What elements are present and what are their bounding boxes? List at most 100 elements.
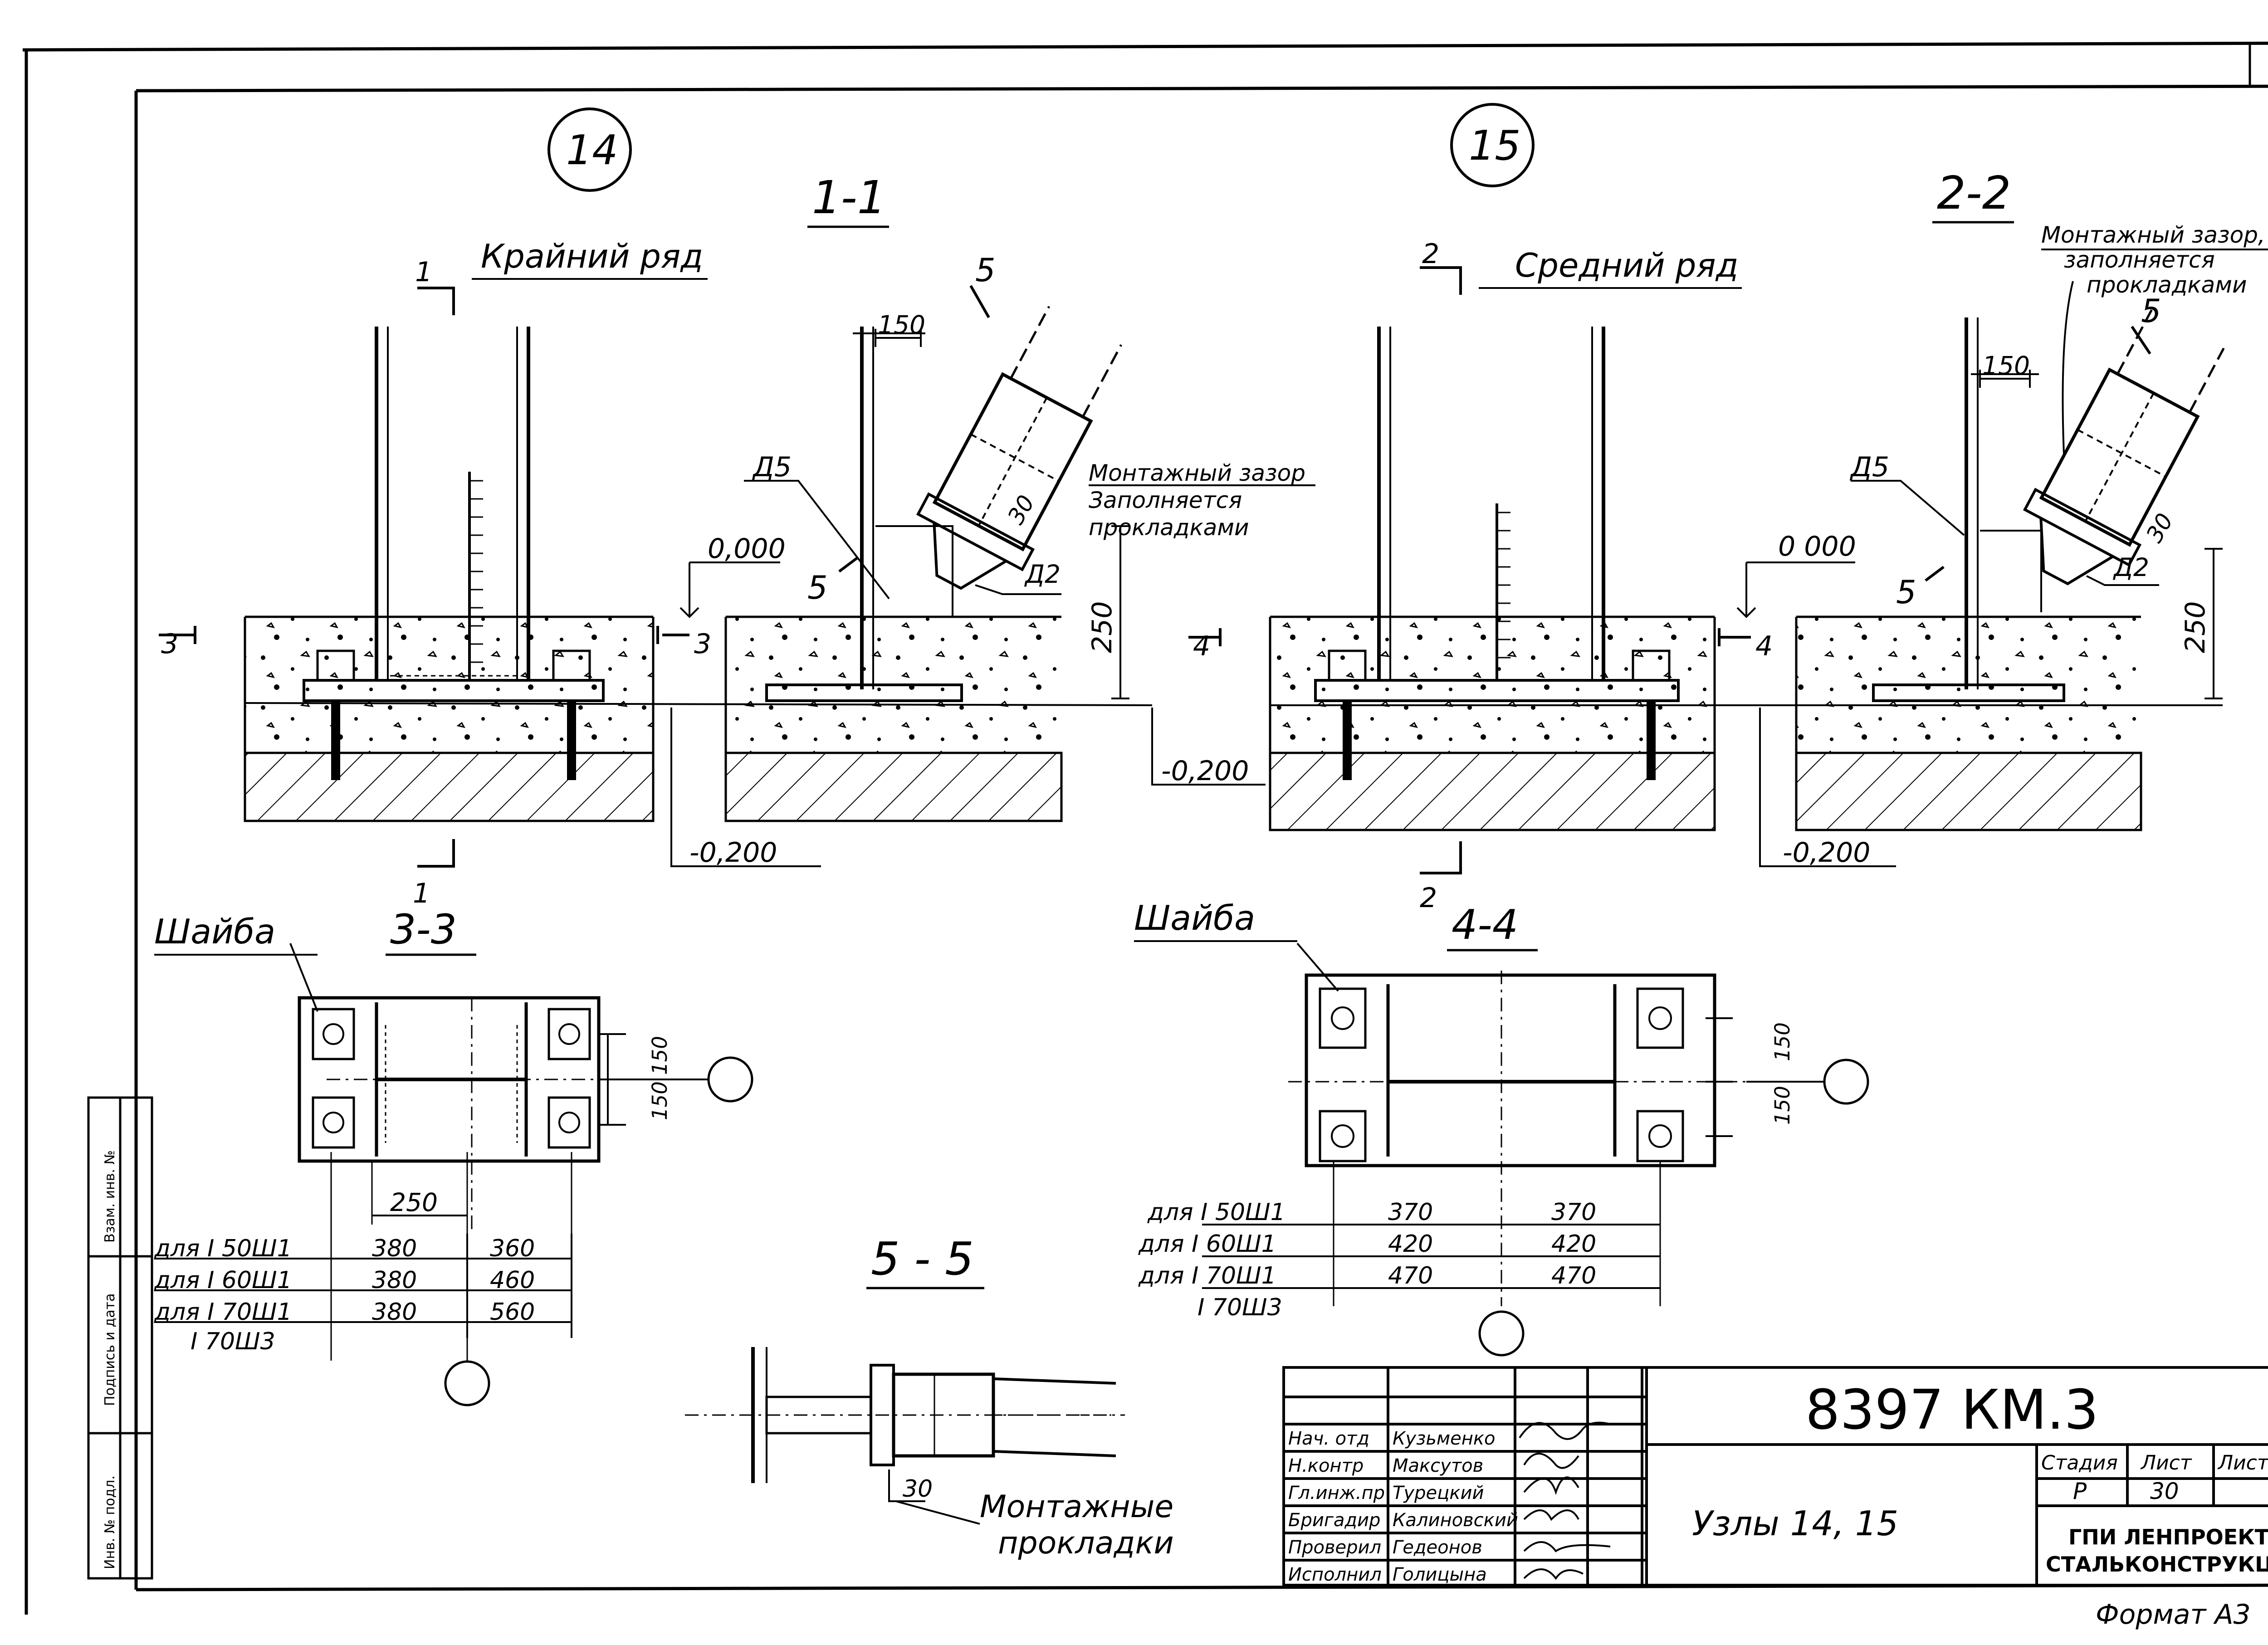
dim-250-a: 250 xyxy=(1086,601,1118,653)
cut-5-d: 5 xyxy=(1896,574,1916,611)
role-name: Турецкий xyxy=(1393,1483,1484,1503)
sheet-format: Формат А3 xyxy=(2096,1599,2251,1630)
sheets-label: Листов xyxy=(2217,1451,2268,1474)
org-line1: ГПИ ЛЕНПРОЕКТ- xyxy=(2068,1525,2268,1549)
elevation-marks xyxy=(670,561,1896,867)
cut-4-left: 4 xyxy=(1193,630,1210,662)
stage-value: Р xyxy=(2073,1478,2087,1504)
stage-label: Стадия xyxy=(2041,1451,2118,1474)
dim-150-plan-b: 150 xyxy=(648,1081,672,1120)
role-name: Голицына xyxy=(1393,1564,1487,1585)
side-stamp xyxy=(87,1096,153,1580)
gap-note-1-line3: прокладками xyxy=(1089,514,1249,541)
node-14-marker: 14 xyxy=(547,107,632,192)
table-cell: 380 xyxy=(372,1267,417,1294)
label-d5-b: Д5 xyxy=(1849,451,1889,483)
cut-1-top: 1 xyxy=(415,256,432,288)
gap-note-1-line2: Заполняется xyxy=(1089,487,1242,513)
side-stamp-repl: Взам. инв. № xyxy=(102,1150,118,1243)
title-block-roles: Нач. отд Кузьменко Н.контр Максутов Гл.и… xyxy=(1288,1428,1518,1585)
table-cell: 380 xyxy=(372,1235,417,1262)
table-row: для I 60Ш1 xyxy=(1138,1230,1276,1258)
side-stamp-inv: Инв. № подл. xyxy=(102,1475,118,1569)
role-name: Гедеонов xyxy=(1393,1537,1482,1558)
table-4-4 xyxy=(1202,1224,1660,1289)
table-4-4-rows: для I 50Ш1 370 370 для I 60Ш1 420 420 дл… xyxy=(1138,1199,1596,1321)
role-label: Н.контр xyxy=(1288,1455,1364,1476)
elevation-m200-b: -0,200 xyxy=(1161,755,1249,787)
node15-elevation xyxy=(1269,327,2223,831)
elevation-dimensions xyxy=(875,329,2223,699)
label-washer-2: Шайба xyxy=(1134,898,1255,938)
role-label: Гл.инж.пр xyxy=(1288,1483,1385,1503)
elevation-m200-c: -0,200 xyxy=(1783,837,1870,869)
cut-5-c: 5 xyxy=(2141,293,2161,330)
table-cell: 370 xyxy=(1551,1199,1596,1226)
table-3-3 xyxy=(154,1234,572,1338)
table-cell: 560 xyxy=(490,1298,535,1326)
gap-note-2-line3: прокладками xyxy=(2087,272,2247,298)
node14-elevation xyxy=(244,327,1153,822)
dim-250-b: 250 xyxy=(2180,601,2211,653)
role-label: Нач. отд xyxy=(1288,1428,1369,1449)
table-row: для I 50Ш1 xyxy=(1147,1199,1286,1226)
label-edge-row: Крайний ряд xyxy=(481,237,703,275)
cut-1-bottom: 1 xyxy=(413,878,430,909)
section-title-3-3: 3-3 xyxy=(390,906,457,953)
cut-5-b: 5 xyxy=(807,569,828,606)
table-3-3-rows: для I 50Ш1 380 360 для I 60Ш1 380 460 дл… xyxy=(154,1235,535,1355)
role-label: Бригадир xyxy=(1288,1510,1380,1531)
dim-150-plan-d: 150 xyxy=(1770,1086,1794,1125)
table-row: для I 70Ш1 xyxy=(154,1298,292,1326)
frame xyxy=(22,41,2268,1615)
shims-line1: Монтажные xyxy=(980,1489,1173,1525)
elevation-0-b: 0 000 xyxy=(1778,531,1856,562)
org-line2: СТАЛЬКОНСТРУКЦИЯ xyxy=(2046,1552,2268,1577)
gap-note-2-line1: Монтажный зазор, xyxy=(2041,222,2265,248)
label-middle-row: Средний ряд xyxy=(1515,246,1738,284)
section-1-1-elevation xyxy=(724,306,1122,822)
section-title-1-1: 1-1 xyxy=(812,171,886,224)
section-title-4-4: 4-4 xyxy=(1452,901,1518,949)
section-title-2-2: 2-2 xyxy=(1937,166,2011,220)
table-cell: 420 xyxy=(1388,1230,1433,1258)
shims-line2: прокладки xyxy=(998,1525,1174,1561)
cut-markers xyxy=(159,266,2151,874)
gap-note-2-line2: заполняется xyxy=(2064,247,2215,273)
table-cell: 360 xyxy=(490,1235,535,1262)
table-cell: 460 xyxy=(490,1267,535,1294)
role-name: Кузьменко xyxy=(1393,1428,1495,1449)
role-name: Максутов xyxy=(1393,1455,1483,1476)
label-d2-a: Д2 xyxy=(1024,560,1061,589)
section-2-2-elevation xyxy=(1795,309,2225,831)
role-name: Калиновский xyxy=(1393,1510,1518,1531)
label-d2-b: Д2 xyxy=(2112,553,2149,582)
dim-30-a: 30 xyxy=(1002,491,1040,529)
dim-250-plan: 250 xyxy=(390,1188,438,1217)
dim-150-a: 150 xyxy=(878,310,925,339)
cut-2-top: 2 xyxy=(1422,238,1439,270)
cut-3-left: 3 xyxy=(161,628,178,660)
gap-note-1-line1: Монтажный зазор xyxy=(1089,460,1305,486)
dim-150-plan-a: 150 xyxy=(648,1036,672,1075)
drawing-title: Узлы 14, 15 xyxy=(1692,1503,1898,1543)
table-extra: I 70Ш3 xyxy=(191,1328,275,1355)
elevation-0-a: 0,000 xyxy=(708,533,786,565)
plan-4-4 xyxy=(1288,942,1869,1357)
title-block xyxy=(1282,1366,2268,1586)
detail-5-5 xyxy=(685,1347,1125,1525)
section-title-5-5: 5 - 5 xyxy=(871,1232,974,1285)
table-row: для I 60Ш1 xyxy=(154,1267,292,1294)
svg-text:15: 15 xyxy=(1469,122,1521,170)
plan-3-3 xyxy=(289,943,753,1406)
cut-5-a: 5 xyxy=(975,252,996,289)
dim-150-plan-c: 150 xyxy=(1770,1022,1794,1061)
role-label: Исполнил xyxy=(1288,1564,1382,1585)
doc-code: 8397 КМ.3 xyxy=(1805,1379,2099,1442)
node-15-marker: 15 xyxy=(1450,103,1535,187)
table-row: для I 50Ш1 xyxy=(154,1235,292,1262)
table-cell: 380 xyxy=(372,1298,417,1326)
cut-4-right: 4 xyxy=(1755,630,1773,662)
table-cell: 370 xyxy=(1388,1199,1433,1226)
